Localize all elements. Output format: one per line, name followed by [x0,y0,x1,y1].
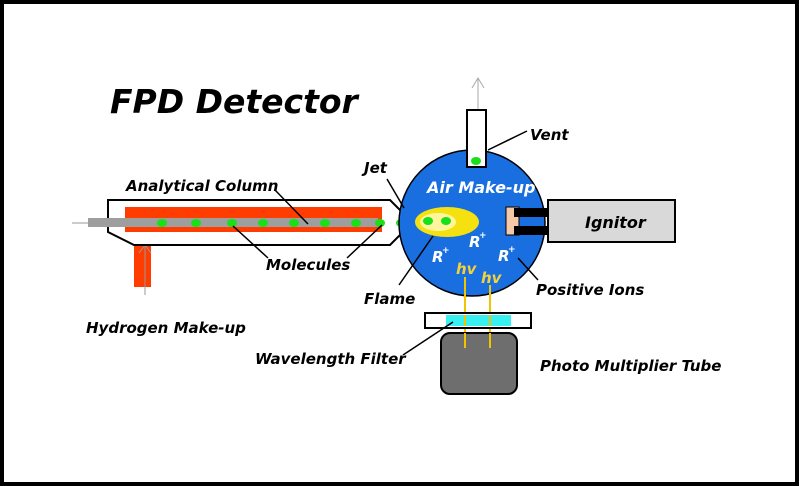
molecule [157,219,167,227]
wavelength-filter-label: Wavelength Filter [255,350,407,368]
vent-tube [466,109,487,168]
diagram-title: FPD Detector [110,82,360,121]
air-makeup-label: Air Make-up [425,178,535,197]
molecule [227,219,237,227]
ion-charge: + [479,231,487,241]
flame-leader [398,235,434,286]
hydrogen-inlet [134,237,151,287]
column-leader [274,189,309,225]
molecule [320,219,330,227]
positive-ions-label: Positive Ions [536,281,644,299]
filter-leader [402,321,454,356]
molecules-leader-1 [232,225,269,259]
molecules-leader-2 [346,224,383,259]
diagram-background [4,4,795,482]
wavelength-filter [446,315,511,326]
ion-charge: + [508,245,516,255]
flame-molecule [423,217,433,225]
molecule [191,219,201,227]
flame-label: Flame [364,290,415,308]
molecule [351,219,361,227]
molecule [289,219,299,227]
ion-symbol: R [469,233,481,251]
molecule [258,219,268,227]
molecules-label: Molecules [266,256,350,274]
photomultiplier-tube [440,332,518,395]
positive-ion: R + [432,246,450,266]
photon-label: hv [456,260,478,278]
jet-label: Jet [361,159,388,177]
vent-leader [487,130,528,151]
pmt-label: Photo Multiplier Tube [540,357,721,375]
vent-label: Vent [530,126,569,144]
photon-label: hv [481,269,503,287]
positive-ion: R + [469,231,487,251]
analytical-column-label: Analytical Column [125,177,278,195]
ignitor-box [547,199,676,243]
hydrogen-makeup-label: Hydrogen Make-up [86,319,246,337]
ignitor-wire-top [514,208,549,217]
ion-symbol: R [498,247,510,265]
jet-leader [386,178,405,209]
ignitor-label: Ignitor [585,213,647,232]
molecule [375,219,385,227]
flame-molecule [441,217,451,225]
positive-ion: R + [498,245,516,265]
ions-leader [517,257,539,281]
vent-molecule [471,157,481,165]
vent-arrow-head [471,77,485,89]
ignitor-wire-bottom [514,226,549,235]
ion-charge: + [442,246,450,256]
ion-symbol: R [432,248,444,266]
